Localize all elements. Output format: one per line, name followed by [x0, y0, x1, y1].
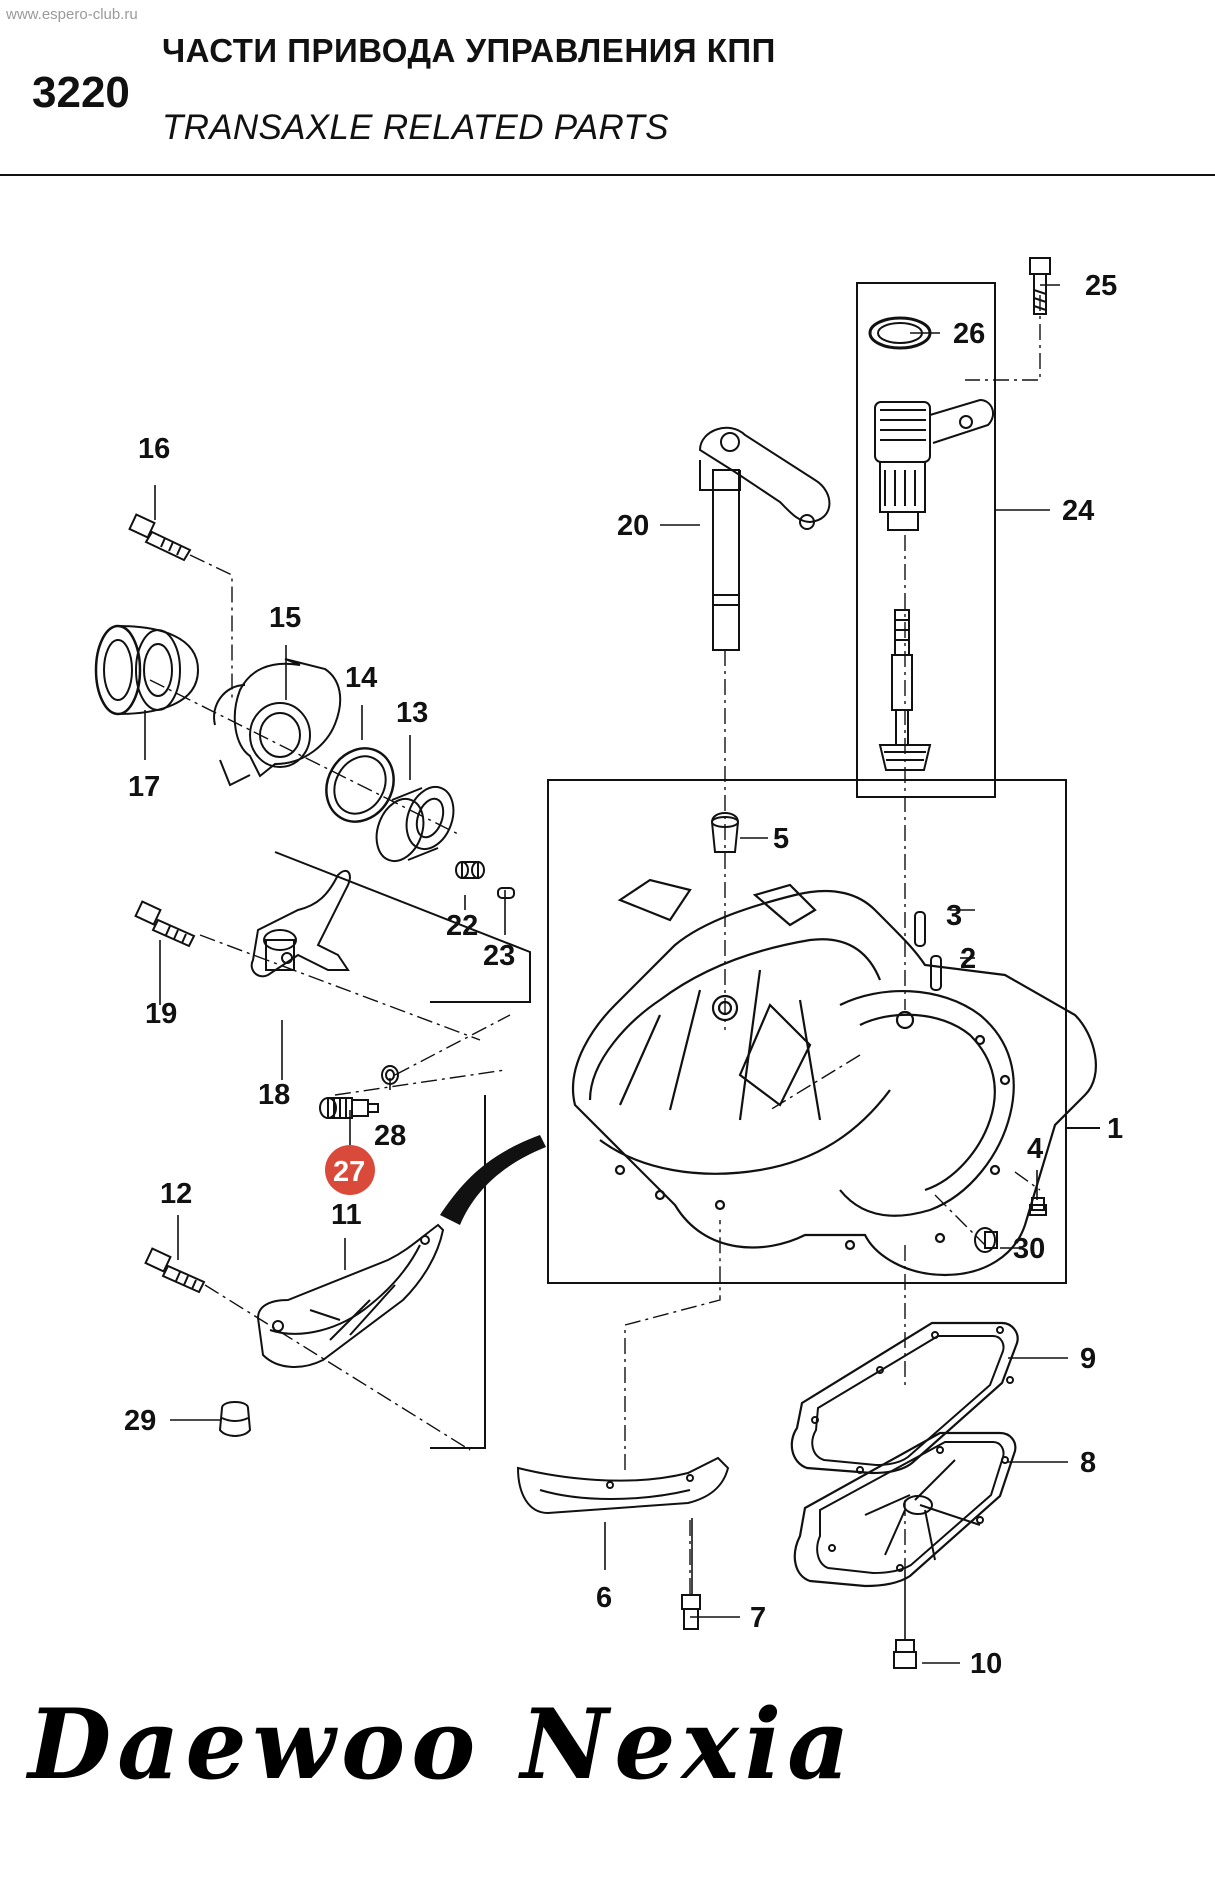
clutch-housing-cover-11 — [256, 1223, 445, 1368]
bushing-22 — [455, 861, 485, 879]
callout-14: 14 — [345, 662, 377, 694]
pin-2 — [930, 955, 942, 991]
callout-17: 17 — [128, 771, 160, 803]
callout-29: 29 — [124, 1405, 156, 1437]
bolt-19 — [134, 900, 196, 948]
gasket-9 — [790, 1321, 1019, 1475]
o-ring-26 — [868, 316, 932, 350]
transaxle-housing-1 — [572, 878, 1097, 1277]
oil-pan-8 — [793, 1431, 1017, 1588]
backup-lamp-switch-27 — [319, 1097, 379, 1119]
callout-4: 4 — [1027, 1133, 1043, 1165]
snap-ring-14 — [325, 747, 395, 823]
callout-28: 28 — [374, 1120, 406, 1152]
callout-9: 9 — [1080, 1343, 1096, 1375]
callout-20: 20 — [617, 510, 649, 542]
callout-27-highlighted: 27 — [333, 1156, 365, 1188]
header-divider — [0, 174, 1215, 176]
shift-shaft-20 — [698, 426, 831, 651]
callout-7: 7 — [750, 1602, 766, 1634]
shift-group-frame — [274, 851, 531, 1003]
callout-2: 2 — [960, 943, 976, 975]
callout-26: 26 — [953, 318, 985, 350]
bolt-12 — [144, 1247, 206, 1294]
callout-16: 16 — [138, 433, 170, 465]
pin-23 — [497, 887, 515, 899]
callout-15: 15 — [269, 602, 301, 634]
callout-23: 23 — [483, 940, 515, 972]
plug-30 — [974, 1227, 998, 1253]
callout-24: 24 — [1062, 495, 1094, 527]
brand-logo-text: Daewoo Nexia — [28, 1688, 856, 1801]
drain-bolt-10 — [893, 1639, 917, 1669]
callout-18: 18 — [258, 1079, 290, 1111]
release-bearing-guide-15 — [213, 658, 342, 787]
callout-5: 5 — [773, 823, 789, 855]
shield-6 — [516, 1456, 730, 1515]
pin-3 — [914, 911, 926, 947]
section-number: 3220 — [32, 68, 130, 117]
bolt-16 — [128, 513, 192, 562]
callout-10: 10 — [970, 1648, 1002, 1680]
callout-25: 25 — [1085, 270, 1117, 302]
shift-fork-18 — [250, 869, 351, 978]
callout-22: 22 — [446, 910, 478, 942]
rubber-cap-29 — [218, 1401, 252, 1437]
highlight-marker-27 — [325, 1145, 375, 1195]
page-title-russian: ЧАСТИ ПРИВОДА УПРАВЛЕНИЯ КПП — [162, 32, 776, 69]
callout-19: 19 — [145, 998, 177, 1030]
callout-13: 13 — [396, 697, 428, 729]
callout-1: 1 — [1107, 1113, 1123, 1145]
callout-3: 3 — [946, 900, 962, 932]
callout-11: 11 — [331, 1199, 362, 1231]
speedometer-group-frame — [856, 282, 996, 798]
page-title-english: TRANSAXLE RELATED PARTS — [162, 108, 669, 147]
assembly-arrow — [440, 1135, 546, 1225]
plug-4 — [1029, 1197, 1047, 1216]
oil-seal-17 — [94, 624, 200, 716]
boot-5 — [710, 812, 740, 853]
callout-30: 30 — [1013, 1233, 1045, 1265]
callout-12: 12 — [160, 1178, 192, 1210]
bolt-7 — [681, 1594, 701, 1630]
bearing-13 — [375, 786, 455, 862]
cover-group-frame — [430, 1095, 486, 1449]
callout-6: 6 — [596, 1582, 612, 1614]
callout-8: 8 — [1080, 1447, 1096, 1479]
housing-assembly-frame — [547, 779, 1067, 1284]
speedometer-gear-assembly-24 — [874, 398, 995, 771]
watermark: www.espero-club.ru — [6, 6, 138, 23]
washer-28 — [381, 1065, 399, 1085]
bolt-25 — [1029, 257, 1051, 315]
